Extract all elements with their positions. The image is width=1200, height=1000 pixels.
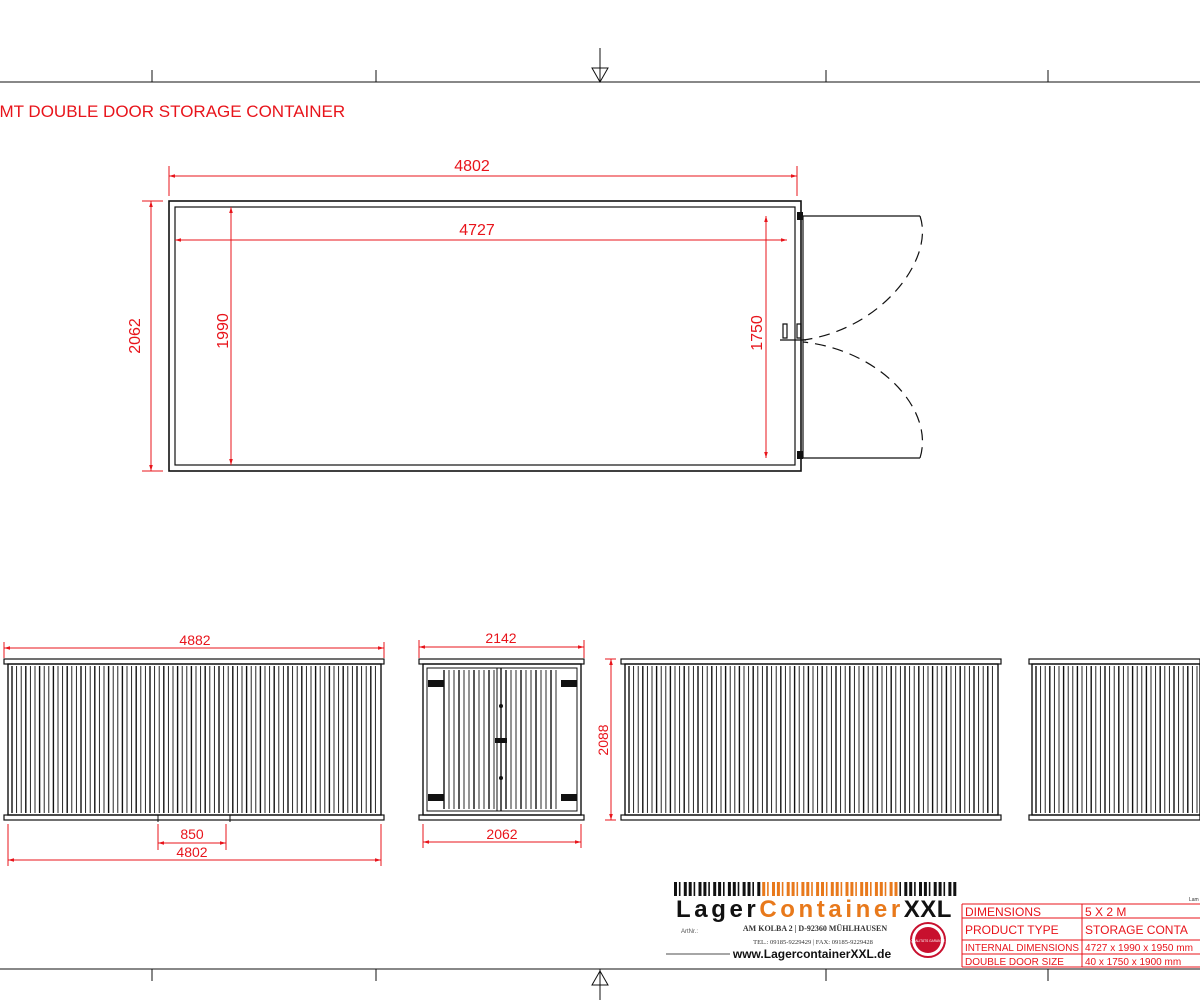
plan-outer-wall (168, 200, 802, 472)
title-block: Lam DIMENSIONS 5 X 2 M PRODUCT TYPE STOR… (961, 897, 1200, 968)
title-block-corner-note: Lam (1189, 897, 1199, 903)
back-end-elevation (1028, 658, 1200, 821)
plan-outer-width: 2062 (127, 318, 144, 354)
tb-value-door-size: 40 x 1750 x 1900 mm (1085, 957, 1181, 968)
plan-door-opening: 1750 (749, 315, 766, 351)
brand-name-lager: Lager (676, 896, 759, 923)
quality-stamp: QUALITÄTS GARANTIE (910, 922, 946, 958)
brand-name-xxl: XXL (904, 896, 952, 923)
door-swing-arcs (801, 215, 923, 459)
tb-value-product-type: STORAGE CONTA (1085, 923, 1188, 937)
side-elevation: 4882 850 4802 (3, 632, 385, 866)
front-top-width: 2142 (485, 630, 516, 646)
svg-text:LagerContainerXXL: LagerContainerXXL (676, 896, 952, 923)
plan-inner-width: 1990 (215, 313, 232, 349)
side-base-length: 4802 (176, 844, 207, 860)
quality-stamp-text: QUALITÄTS GARANTIE (911, 939, 946, 943)
plan-view: 4802 4727 2062 1990 1750 (127, 158, 923, 472)
front-height: 2088 (595, 724, 611, 755)
tb-value-dimensions: 5 X 2 M (1085, 905, 1126, 919)
tb-label-dimensions: DIMENSIONS (965, 905, 1041, 919)
brand-phone: TEL.: 09185-9229429 | FAX: 09185-9229428 (753, 939, 873, 946)
door-lock (495, 704, 507, 780)
plan-inner-wall (174, 206, 796, 466)
tb-label-internal-dimensions: INTERNAL DIMENSIONS (965, 943, 1079, 954)
tb-label-product-type: PRODUCT TYPE (965, 923, 1059, 937)
front-elevation: 2142 2062 (418, 630, 585, 848)
side-fork-spacing: 850 (180, 826, 204, 842)
tb-label-door-size: DOUBLE DOOR SIZE (965, 957, 1064, 968)
sheet-frame (0, 48, 1200, 1000)
plan-inner-length: 4727 (459, 222, 495, 239)
brand-website: www.LagercontainerXXL.de (732, 947, 892, 961)
brand-logo: LagerContainerXXL ArtNr.: AM KOLBA 2 | D… (666, 882, 957, 961)
plan-outer-length: 4802 (454, 158, 490, 175)
door-handle (780, 323, 806, 341)
tb-value-internal-dimensions: 4727 x 1990 x 1950 mm (1085, 943, 1193, 954)
brand-address: AM KOLBA 2 | D-92360 MÜHLHAUSEN (743, 924, 887, 933)
brand-art-label: ArtNr.: (681, 929, 698, 935)
brand-name-container: Container (759, 896, 903, 923)
drawing-title: 5MT DOUBLE DOOR STORAGE CONTAINER (0, 102, 345, 121)
rear-side-elevation (620, 658, 1002, 821)
side-total-length: 4882 (179, 632, 210, 648)
front-base-width: 2062 (486, 826, 517, 842)
door-hinges (428, 680, 577, 801)
